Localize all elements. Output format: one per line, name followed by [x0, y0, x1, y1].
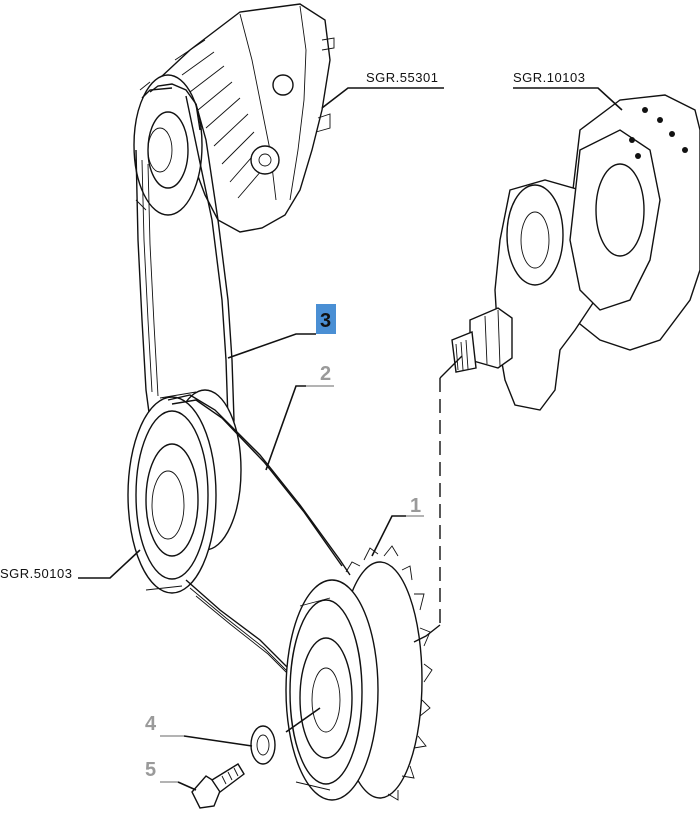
bolt-drawing [191, 763, 245, 809]
crank-pulley-drawing [285, 545, 433, 801]
callout-1-number: 1 [410, 495, 421, 517]
callout-2-number: 2 [320, 363, 331, 385]
callout-2[interactable]: 2 [265, 363, 334, 471]
alternator-drawing [133, 3, 335, 233]
crankshaft-drawing [451, 94, 700, 411]
ref-crankshaft: SGR.10103 [513, 70, 623, 111]
ref-alternator: SGR.55301 [321, 70, 444, 109]
callout-3-number: 3 [320, 310, 331, 332]
callout-1[interactable]: 1 [371, 495, 424, 557]
ref-pump-pulley: SGR.50103 [0, 549, 141, 581]
callout-4[interactable]: 4 [145, 713, 253, 747]
ref-crankshaft-label: SGR.10103 [513, 70, 585, 85]
callout-3-highlight [316, 304, 336, 334]
pump-pulley-drawing [127, 389, 242, 594]
callout-4-number: 4 [145, 713, 157, 735]
washer-drawing [250, 725, 276, 765]
pulley-leader [285, 707, 321, 733]
ref-alternator-label: SGR.55301 [366, 70, 438, 85]
callout-5[interactable]: 5 [145, 759, 197, 791]
axis-connector [413, 355, 463, 643]
callout-5-number: 5 [145, 759, 156, 781]
alternator-belt-drawing [135, 83, 235, 451]
callout-3[interactable]: 3 [227, 304, 336, 359]
ref-pump-pulley-label: SGR.50103 [0, 566, 72, 581]
